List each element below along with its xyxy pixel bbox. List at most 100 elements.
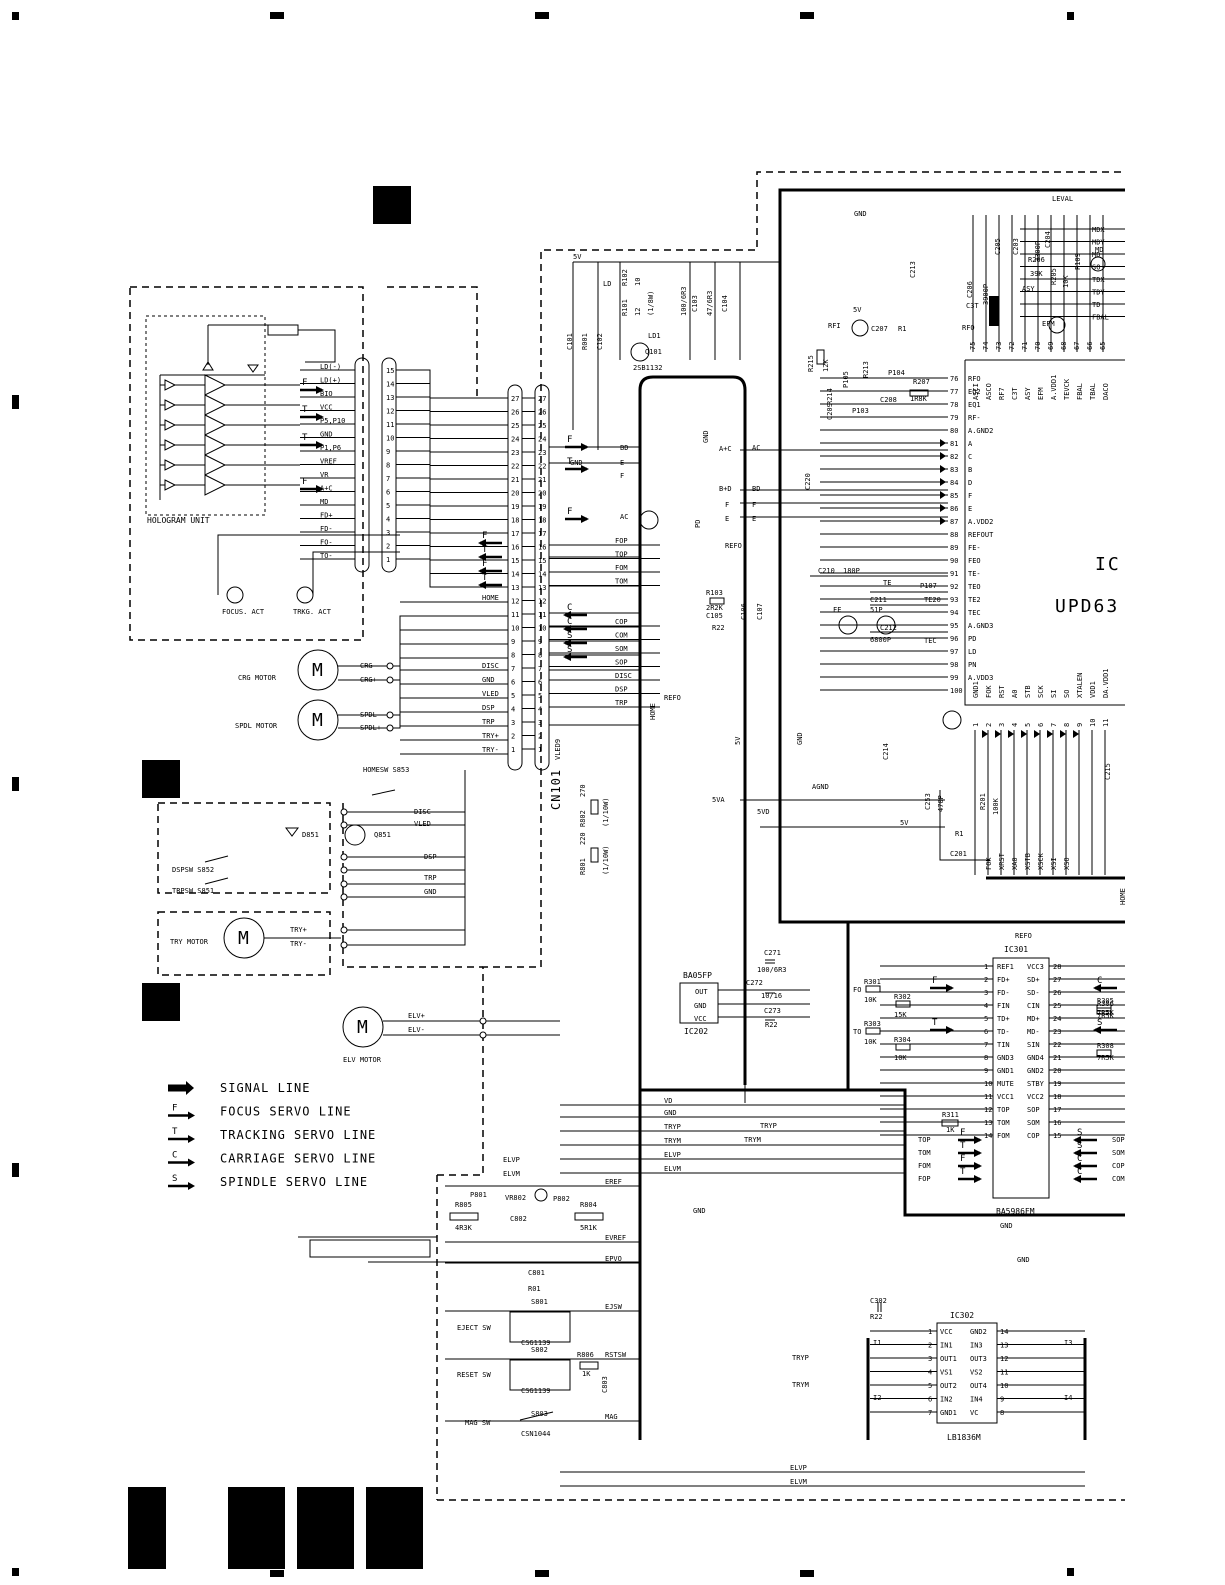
servo-arrow bbox=[1093, 984, 1101, 992]
control-net: MAG bbox=[605, 1413, 618, 1421]
lower-ic-component: C253 bbox=[924, 793, 932, 810]
control-net: EVREF bbox=[605, 1234, 626, 1242]
servo-letter: C bbox=[567, 603, 572, 613]
cn101-pin-number-right: 7 bbox=[538, 665, 542, 673]
refo-lower: REFO bbox=[664, 694, 681, 702]
lower-net: GND bbox=[664, 1109, 677, 1117]
q101-part: 2SB1132 bbox=[633, 364, 663, 372]
cn101-pin-number-right: 27 bbox=[538, 395, 546, 403]
servo-arrow bbox=[316, 386, 324, 394]
ic301-pin-left: 5 bbox=[984, 1015, 988, 1023]
r311-label: R311 bbox=[942, 1111, 959, 1119]
lower-ic-component: C215 bbox=[1104, 763, 1112, 780]
ic-left-pin-name: REFOUT bbox=[968, 531, 994, 539]
wiring bbox=[204, 215, 1125, 1487]
connector-pin bbox=[340, 808, 348, 816]
cn101-pin-number-left: 16 bbox=[511, 544, 519, 552]
servo-letter: T bbox=[302, 405, 308, 415]
wire bbox=[347, 770, 466, 871]
ic-left-pin: 92 bbox=[950, 583, 958, 591]
r804 bbox=[574, 1212, 604, 1221]
ic-left-pin: 96 bbox=[950, 635, 958, 643]
ic301-name-right: VCC3 bbox=[1027, 963, 1044, 971]
cn101-pin-number-right: 21 bbox=[538, 476, 546, 484]
main-ic-name: IC bbox=[1095, 554, 1121, 575]
cn101-pin-number-right: 19 bbox=[538, 503, 546, 511]
ic-right-edge-net: TDY bbox=[1092, 289, 1105, 297]
5v-net: 5V bbox=[900, 819, 909, 827]
ic-top-pin: 72 bbox=[1008, 342, 1016, 350]
efm-label: EFM bbox=[1042, 320, 1055, 328]
ld1-net: LD1 bbox=[648, 332, 661, 340]
ic-left-pin-name: A.VDD2 bbox=[968, 518, 993, 526]
ic-input-arrow bbox=[940, 478, 946, 486]
component-label: C103 bbox=[691, 295, 699, 312]
r207-label: R207 bbox=[913, 378, 930, 386]
servo-arrow bbox=[563, 653, 571, 661]
r306-body bbox=[1096, 1007, 1112, 1015]
try-minus-net: TRY- bbox=[290, 940, 307, 948]
r305-value: 7R5K bbox=[1097, 1009, 1115, 1017]
r103-value: 2R2K bbox=[706, 604, 724, 612]
cn101-pin-number-left: 6 bbox=[511, 679, 515, 687]
ic301-part: BA5986FM bbox=[996, 1207, 1035, 1216]
md-test-point bbox=[1090, 256, 1106, 272]
agnd-net: AGND bbox=[812, 783, 829, 791]
ac-net: AC bbox=[752, 444, 760, 452]
ic-top-pin: 68 bbox=[1060, 342, 1068, 350]
focus-act-coil bbox=[226, 586, 244, 604]
r301-value: 10K bbox=[864, 996, 877, 1004]
r302-value: 15K bbox=[894, 1011, 907, 1019]
ic301-pin-right: 26 bbox=[1053, 989, 1061, 997]
c3t-label: C3T bbox=[966, 302, 979, 310]
trpsw-label: TRPSW S851 bbox=[172, 887, 214, 895]
gnd-net: GND bbox=[424, 888, 437, 896]
ic-top-pin-name: ASY bbox=[1024, 387, 1032, 400]
ic-bottom-pin-name: SI bbox=[1050, 690, 1058, 698]
c207-value: R1 bbox=[898, 325, 906, 333]
elvm-bottom: ELVM bbox=[790, 1478, 807, 1486]
cn101-pin-number-left: 3 bbox=[511, 719, 515, 727]
photodiode-amp bbox=[164, 419, 177, 431]
try-motor-label: TRY MOTOR bbox=[170, 938, 209, 946]
ic301-name-left: FOM bbox=[997, 1132, 1010, 1140]
photodiode-amp bbox=[164, 479, 177, 491]
d851-label: D851 bbox=[302, 831, 319, 839]
servo-letter: T bbox=[932, 1018, 938, 1028]
wire bbox=[396, 558, 508, 588]
control-net: EREF bbox=[605, 1178, 622, 1186]
ic-bottom-pin: 3 bbox=[998, 723, 1006, 727]
holo-pin-number: 12 bbox=[386, 408, 394, 416]
labels: 15LD(-)14LD(+)13BIO12VCC11P5,P1010GND9P1… bbox=[172, 195, 1127, 1486]
rfi-component: C213 bbox=[909, 261, 917, 278]
ic301-drive-net: FOP bbox=[918, 1175, 931, 1183]
rfi-component: C220 bbox=[804, 473, 812, 490]
ic-left-pin-name: B bbox=[968, 466, 972, 474]
p103-label: P103 bbox=[852, 407, 869, 415]
elv-motor-label: ELV MOTOR bbox=[343, 1056, 382, 1064]
ic301-name-right: SD- bbox=[1027, 989, 1040, 997]
te-label: TE bbox=[883, 579, 891, 587]
r303-label: R303 bbox=[864, 1020, 881, 1028]
ic-right-edge-net: MDX bbox=[1092, 226, 1105, 234]
ic-top-pin-name: FBAL bbox=[1076, 383, 1084, 400]
ic302-pin-right: 13 bbox=[1000, 1342, 1008, 1350]
net-bd: BD bbox=[620, 444, 628, 452]
ic-left-pin-name: A bbox=[968, 440, 973, 448]
ic-bottom-net: XA0 bbox=[1011, 857, 1019, 870]
c271-cap bbox=[765, 959, 775, 964]
ic-bottom-pin: 11 bbox=[1102, 719, 1110, 727]
r101-value: 12 bbox=[634, 308, 642, 316]
holo-pin-number: 8 bbox=[386, 462, 390, 470]
r207-value: 1R8K bbox=[910, 395, 928, 403]
holo-pin-number: 6 bbox=[386, 489, 390, 497]
ic-bottom-pin: 4 bbox=[1011, 723, 1019, 727]
block-borders bbox=[129, 171, 1125, 1501]
ic-left-pin: 94 bbox=[950, 609, 958, 617]
tryp-ic302: TRYP bbox=[792, 1354, 809, 1362]
cn101-pin-number-left: 2 bbox=[511, 733, 515, 741]
servo-arrow bbox=[563, 639, 571, 647]
led-d851 bbox=[285, 827, 299, 837]
ic-right-edge-net: TD bbox=[1092, 301, 1100, 309]
q101-transistor bbox=[630, 342, 650, 362]
